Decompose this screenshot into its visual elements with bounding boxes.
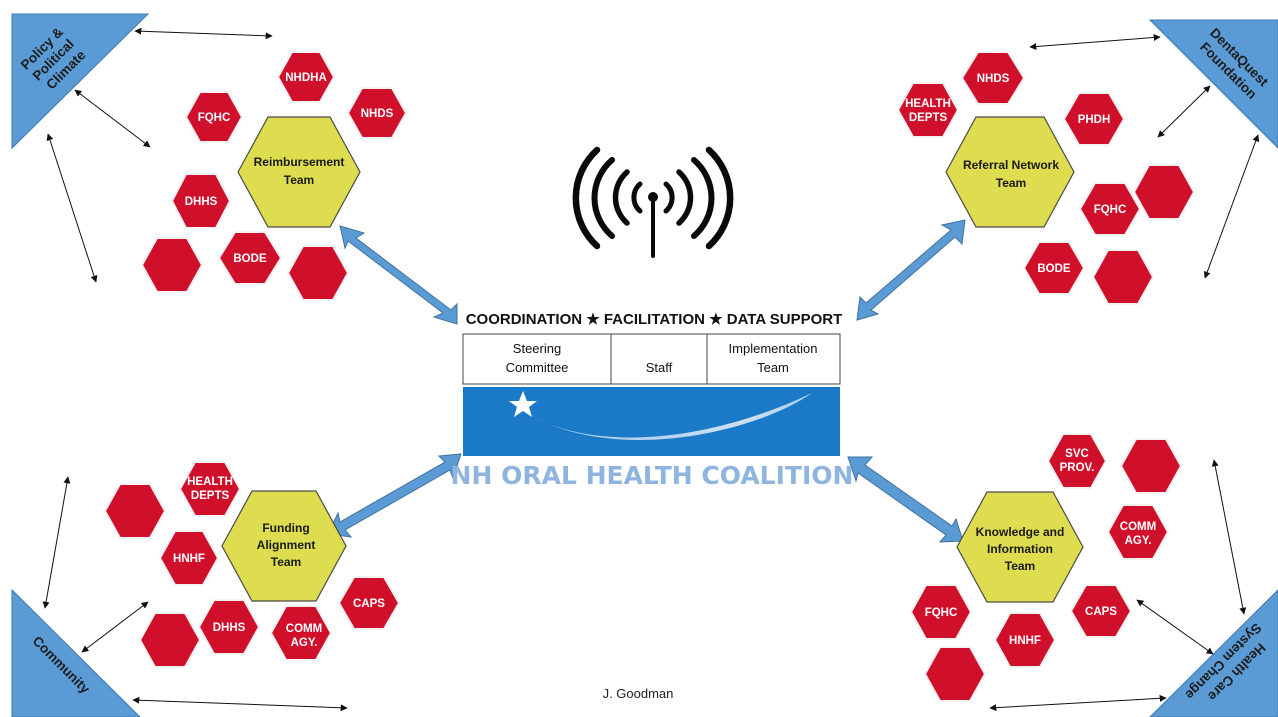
arrow-bottom-left-diagonal: [81, 601, 149, 653]
partner-hex-blank: [1132, 164, 1196, 220]
svg-text:HNHF: HNHF: [1009, 635, 1041, 647]
partner-hex-hnhf: HNHF: [158, 530, 220, 586]
partner-hex-blank: [286, 245, 350, 301]
partner-hex-nhds: NHDS: [960, 51, 1026, 105]
svg-text:NHDS: NHDS: [361, 108, 394, 120]
arrow-funding-center: [327, 453, 462, 538]
coalition-name: NH ORAL HEALTH COALITION: [451, 461, 854, 490]
blue-arrows: [327, 219, 966, 543]
partner-hex-dhhs: DHHS: [170, 173, 232, 229]
arrow-top-right-horizontal: [1029, 33, 1161, 51]
author-credit: J. Goodman: [603, 686, 674, 701]
corner-dentaquest-foundation: DentaQuest Foundation: [1148, 19, 1278, 149]
center-panel: COORDINATION ★ FACILITATION ★ DATA SUPPO…: [451, 311, 854, 490]
corner-health-care-system-change: Health Care System Change: [1149, 589, 1278, 717]
corner-community: Community: [11, 588, 141, 717]
partner-hex-blank: [140, 237, 204, 293]
svg-text:BODE: BODE: [233, 253, 267, 265]
partner-hex-blank: [923, 646, 987, 702]
coalition-logo: NH ORAL HEALTH COALITION: [451, 387, 854, 490]
partner-hex-bode: BODE: [217, 231, 283, 285]
arrow-reimbursement-center: [339, 225, 458, 325]
arrow-bottom-right-horizontal: [989, 694, 1167, 712]
partner-hex-phdh: PHDH: [1062, 92, 1126, 146]
partner-hex-nhdha: NHDHA: [276, 51, 336, 103]
arrow-bottom-left-vertical: [42, 476, 71, 609]
svg-text:PHDH: PHDH: [1078, 114, 1111, 126]
svg-text:NHDHA: NHDHA: [285, 72, 327, 84]
partner-hex-blank: [138, 612, 202, 668]
radio-antenna-icon: [572, 146, 734, 258]
arrow-knowledge-center: [847, 456, 964, 543]
svg-text:CAPS: CAPS: [1085, 606, 1117, 618]
partner-hex-nhds: NHDS: [346, 87, 408, 139]
svg-text:FQHC: FQHC: [925, 607, 958, 619]
svg-text:HNHF: HNHF: [173, 553, 205, 565]
svg-text:BODE: BODE: [1037, 263, 1071, 275]
partner-hex-fqhc: FQHC: [184, 91, 244, 143]
arrow-bottom-right-diagonal: [1136, 599, 1214, 655]
partner-hex-fqhc: FQHC: [909, 584, 973, 640]
partner-hex-dhhs: DHHS: [197, 599, 261, 655]
arrow-top-right-vertical: [1203, 134, 1260, 279]
arrow-bottom-left-horizontal: [132, 696, 348, 712]
shooting-star-icon: [528, 393, 812, 441]
svg-text:NHDS: NHDS: [977, 73, 1010, 85]
svg-text:FQHC: FQHC: [198, 112, 231, 124]
arrow-bottom-right-vertical: [1211, 459, 1247, 615]
svg-text:DHHS: DHHS: [185, 196, 218, 208]
thin-arrows: [42, 27, 1260, 712]
arrow-top-left-diagonal: [74, 89, 151, 148]
arrow-top-right-diagonal: [1157, 85, 1211, 138]
svg-text:DHHS: DHHS: [213, 622, 246, 634]
shooting-star-icon: [509, 391, 537, 417]
svg-text:CAPS: CAPS: [353, 598, 385, 610]
partner-hex-blank: [103, 483, 167, 539]
partner-hex-caps: CAPS: [1069, 584, 1133, 638]
partner-hex-blank: [1119, 438, 1183, 494]
partner-hex-hnhf: HNHF: [993, 612, 1057, 668]
partner-hex-blank: [1091, 249, 1155, 305]
arrow-referral-center: [856, 219, 966, 321]
svg-text:FQHC: FQHC: [1094, 204, 1127, 216]
partner-hex-bode: BODE: [1022, 241, 1086, 295]
box-staff: Staff: [646, 360, 673, 375]
partner-hex-fqhc: FQHC: [1078, 182, 1142, 236]
partner-hex-caps: CAPS: [337, 576, 401, 630]
arrow-top-left-vertical: [46, 133, 98, 283]
corner-policy-political-climate: Policy & Political Climate: [11, 13, 150, 150]
arrow-top-left-horizontal: [134, 27, 273, 40]
center-tagline: COORDINATION ★ FACILITATION ★ DATA SUPPO…: [466, 311, 843, 328]
